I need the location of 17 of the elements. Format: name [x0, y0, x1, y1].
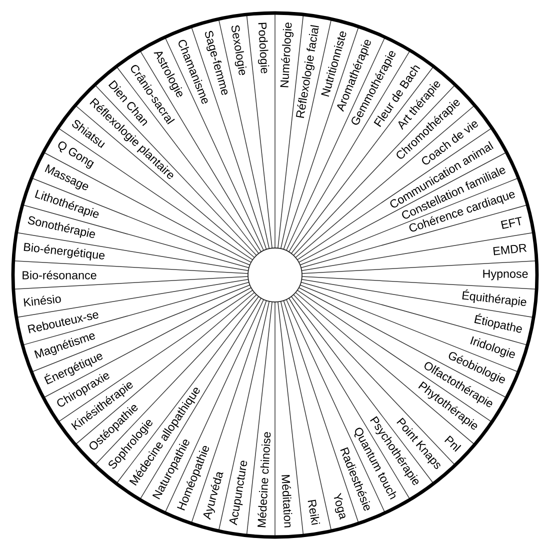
- sector-label: Kinésio: [24, 294, 61, 306]
- sector-label: EFT: [500, 216, 522, 229]
- sector-label: Pnl: [444, 436, 462, 452]
- sector-label: Hypnose: [483, 270, 528, 280]
- sector-label: Podologie: [258, 22, 270, 74]
- sector-label: Médecine chinoise: [258, 432, 271, 528]
- sector-label: Méditation: [282, 474, 292, 528]
- sector-label: Acupuncture: [229, 460, 248, 526]
- sector-label: Bio-résonance: [22, 270, 96, 280]
- sector-label: Étiopathe: [474, 314, 522, 333]
- sector-label: Reiki: [308, 500, 320, 525]
- sector-label: Bio-énergétique: [24, 242, 104, 260]
- sector-label: Équithérapie: [462, 290, 526, 308]
- sector-label: EMDR: [493, 244, 527, 256]
- sector-label: Réflexologie facial: [296, 24, 319, 118]
- sector-label: Sexologie: [231, 25, 246, 76]
- sector-label: Numérologie: [280, 22, 294, 88]
